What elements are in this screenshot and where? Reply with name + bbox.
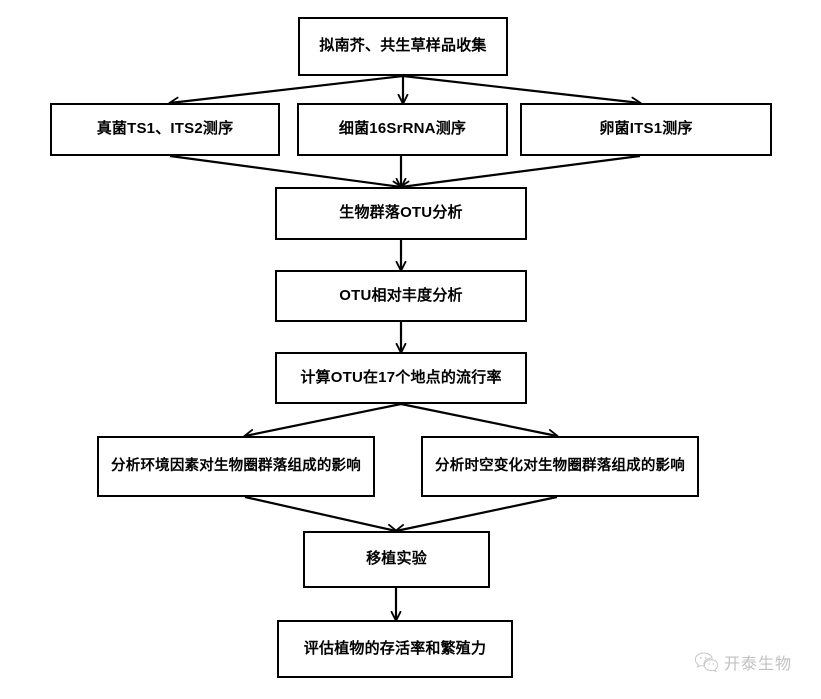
edge-n6b-n7	[394, 495, 558, 535]
node-otu-prevalence-17-sites[interactable]: 计算OTU在17个地点的流行率	[275, 352, 527, 404]
node-label: 拟南芥、共生草样品收集	[319, 37, 487, 55]
node-evaluate-survival-fecundity[interactable]: 评估植物的存活率和繁殖力	[277, 620, 513, 678]
node-label: 真菌TS1、ITS2测序	[96, 120, 234, 138]
edge-n2c-n3	[399, 154, 641, 192]
node-environmental-factor-analysis[interactable]: 分析环境因素对生物圈群落组成的影响	[97, 436, 375, 497]
node-label: 生物群落OTU分析	[339, 204, 463, 222]
node-label: 卵菌ITS1测序	[599, 120, 693, 138]
edge-n6a-n7	[244, 495, 398, 535]
node-label: 移植实验	[366, 550, 427, 568]
node-sample-collection[interactable]: 拟南芥、共生草样品收集	[298, 17, 508, 76]
node-label: 细菌16SrRNA测序	[338, 120, 467, 138]
edge-n1-n2a	[168, 74, 404, 108]
node-spatiotemporal-analysis[interactable]: 分析时空变化对生物圈群落组成的影响	[421, 436, 699, 497]
watermark: 开泰生物	[694, 650, 792, 674]
node-community-otu-analysis[interactable]: 生物群落OTU分析	[275, 187, 527, 240]
node-fungal-its-sequencing[interactable]: 真菌TS1、ITS2测序	[50, 103, 280, 156]
node-label: 评估植物的存活率和繁殖力	[303, 639, 487, 657]
node-otu-relative-abundance[interactable]: OTU相对丰度分析	[275, 270, 527, 322]
watermark-text: 开泰生物	[724, 656, 793, 673]
node-oomycete-its1-sequencing[interactable]: 卵菌ITS1测序	[520, 103, 772, 156]
edge-n1-n2c	[402, 74, 642, 108]
wechat-speech-bubble-icon	[694, 652, 718, 673]
node-bacterial-16srrna-sequencing[interactable]: 细菌16SrRNA测序	[297, 103, 508, 156]
edge-n5-n6a	[243, 402, 402, 440]
node-transplant-experiment[interactable]: 移植实验	[303, 531, 490, 588]
node-label: OTU相对丰度分析	[339, 286, 463, 304]
node-label: 计算OTU在17个地点的流行率	[300, 368, 502, 386]
edge-n5-n6b	[400, 402, 559, 440]
edge-n2a-n3	[169, 154, 403, 192]
node-label: 分析环境因素对生物圈群落组成的影响	[111, 458, 361, 475]
node-label: 分析时空变化对生物圈群落组成的影响	[435, 458, 685, 475]
